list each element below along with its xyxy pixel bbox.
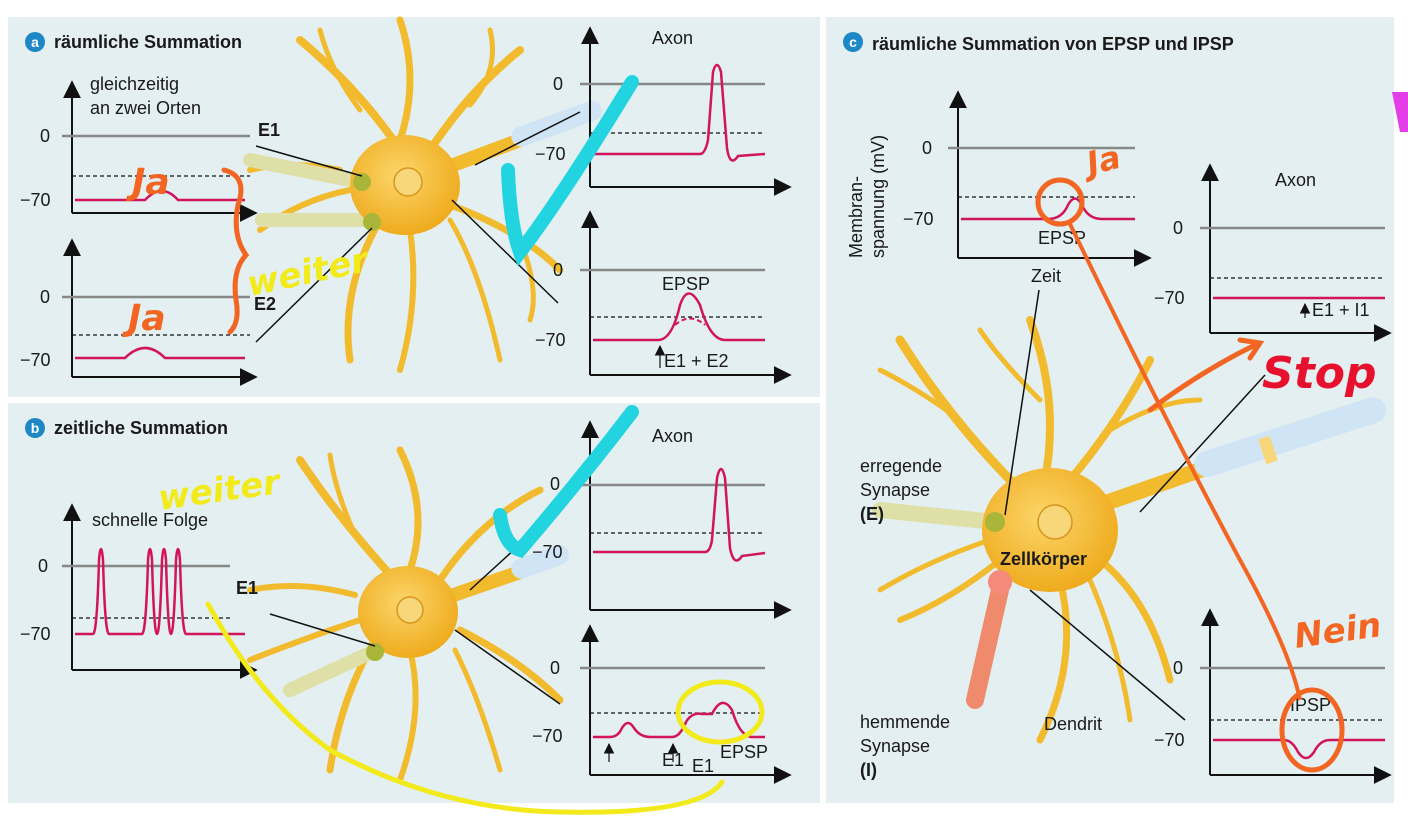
panel-a-left-label-1: gleichzeitig: [90, 74, 179, 94]
c-inh-3: (I): [860, 760, 877, 780]
c-axon-label: Axon: [1275, 170, 1316, 190]
c-dendrite-label: Dendrit: [1044, 714, 1102, 734]
c-inh-1: hemmende: [860, 712, 950, 732]
c3-y70: −70: [1154, 730, 1185, 750]
c-e1i1-label: E1 + I1: [1312, 300, 1370, 320]
b-e1-first: E1: [662, 750, 684, 770]
b-axon-label: Axon: [652, 426, 693, 446]
b-e1-label: E1: [236, 578, 258, 598]
b2-y0: 0: [550, 474, 560, 494]
badge-c: [843, 32, 863, 52]
badge-a: [25, 32, 45, 52]
panel-b-header: b zeitliche Summation: [25, 418, 228, 438]
b2-y70: −70: [532, 542, 563, 562]
b-epsp-label: EPSP: [720, 742, 768, 762]
a3-y70: −70: [535, 144, 566, 164]
a4-y0: 0: [553, 260, 563, 280]
panel-a-left-label-2: an zwei Orten: [90, 98, 201, 118]
panel-a-neuron: [243, 16, 602, 373]
a-axon-label: Axon: [652, 28, 693, 48]
c-ylabel-2: spannung (mV): [868, 135, 888, 258]
panel-a-axon-graph: Axon 0 −70: [535, 26, 792, 196]
a-e1-label: E1: [258, 120, 280, 140]
panel-a-graph-1: 0 −70: [20, 80, 258, 222]
badge-b: [25, 418, 45, 438]
a4-y70: −70: [535, 330, 566, 350]
b1-y0: 0: [38, 556, 48, 576]
b3-y0: 0: [550, 658, 560, 678]
panel-c: [826, 17, 1394, 803]
a3-y0: 0: [553, 74, 563, 94]
panel-b-title: zeitliche Summation: [54, 418, 228, 438]
panel-a-header: a räumliche Summation: [25, 32, 242, 52]
note-ja-2: Ja: [122, 298, 166, 339]
c-inh-2: Synapse: [860, 736, 930, 756]
panel-c-title: räumliche Summation von EPSP und IPSP: [872, 34, 1234, 54]
b-e1-second: E1: [692, 756, 714, 776]
a1-y70: −70: [20, 190, 51, 210]
badge-a-letter: a: [31, 34, 39, 50]
c-exc-1: erregende: [860, 456, 942, 476]
b3-y70: −70: [532, 726, 563, 746]
badge-c-letter: c: [849, 34, 857, 50]
a-e2-label: E2: [254, 294, 276, 314]
panel-c-header: c räumliche Summation von EPSP und IPSP: [843, 32, 1234, 54]
a2-y70: −70: [20, 350, 51, 370]
note-stop: Stop: [1262, 348, 1376, 399]
c3-y0: 0: [1173, 658, 1183, 678]
c2-y0: 0: [1173, 218, 1183, 238]
c-zeit-label: Zeit: [1031, 266, 1061, 286]
c1-y70: −70: [903, 209, 934, 229]
b1-y70: −70: [20, 624, 51, 644]
badge-b-letter: b: [31, 420, 40, 436]
panel-b-neuron: [247, 446, 569, 783]
c-exc-3: (E): [860, 504, 884, 524]
a1-y0: 0: [40, 126, 50, 146]
c-soma-label: Zellkörper: [1000, 549, 1087, 569]
panel-b-left-graph: 0 −70: [20, 503, 258, 679]
c-exc-2: Synapse: [860, 480, 930, 500]
panel-a-epsp-graph: EPSP E1 + E2 0 −70: [535, 210, 792, 384]
panel-c-neuron: [872, 289, 1386, 744]
c-ylabel-1: Membran-: [846, 176, 866, 258]
panel-a-graph-2: 0 −70: [20, 238, 258, 386]
note-ja-1: Ja: [126, 162, 170, 203]
a-sum-label: E1 + E2: [664, 351, 729, 371]
panel-b-axon-graph: Axon 0 −70: [532, 420, 792, 619]
panel-b-epsp-graph: E1 E1 EPSP 0 −70: [532, 624, 792, 784]
panel-b-left-label: schnelle Folge: [92, 510, 208, 530]
c1-y0: 0: [922, 138, 932, 158]
panel-c-axon-graph: Axon E1 + I1 0 −70: [1154, 163, 1392, 342]
panel-a-title: räumliche Summation: [54, 32, 242, 52]
c2-y70: −70: [1154, 288, 1185, 308]
c-ipsp-label: IPSP: [1290, 695, 1331, 715]
a-epsp-label: EPSP: [662, 274, 710, 294]
annotations: [205, 75, 1408, 815]
a2-y0: 0: [40, 287, 50, 307]
